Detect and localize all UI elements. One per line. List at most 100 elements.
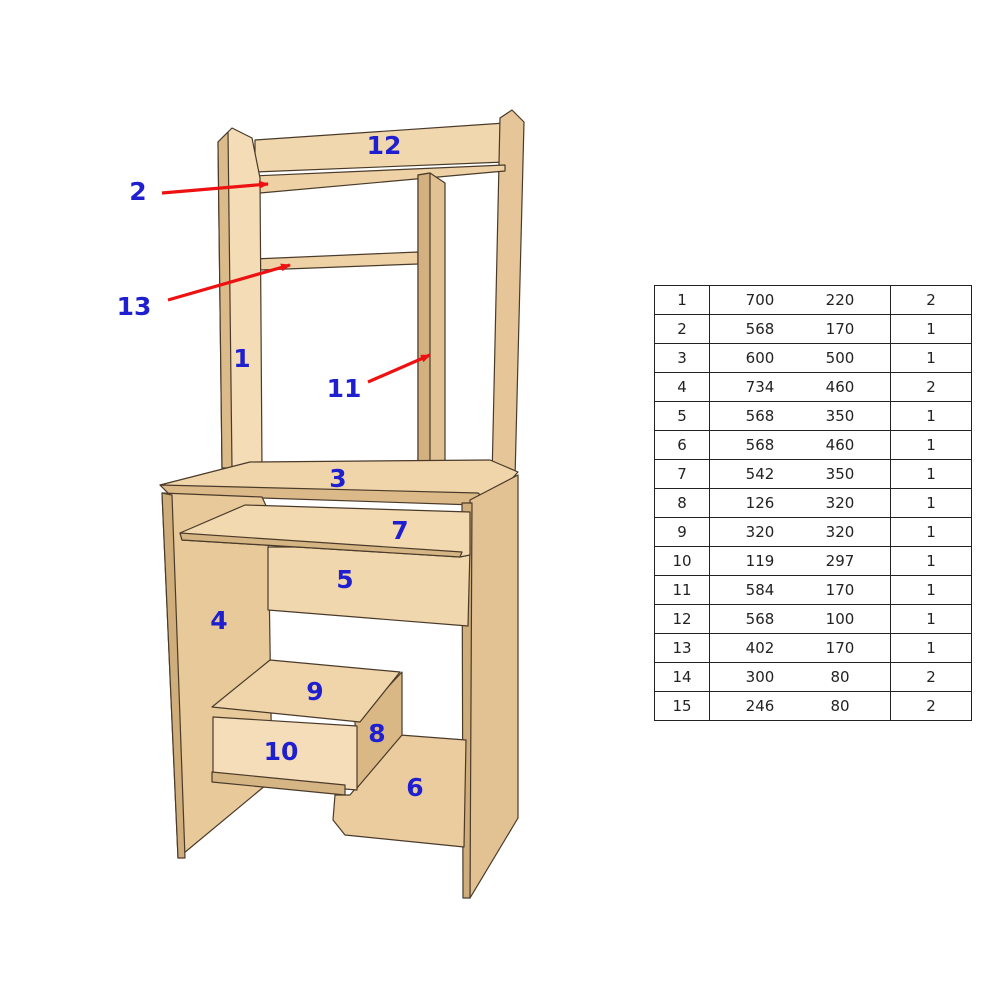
part-9-box-top: [211, 659, 401, 723]
part-number-cell: 2: [654, 314, 710, 344]
part-number-cell: 15: [654, 691, 710, 721]
dimensions-cell: 568 460: [709, 430, 891, 460]
width-value: 100: [825, 610, 855, 628]
width-value: 320: [825, 494, 855, 512]
part-4-side-right: [469, 474, 519, 899]
part-number-cell: 4: [654, 372, 710, 402]
part-number-cell: 8: [654, 488, 710, 518]
table-row: 14 300 80 2: [654, 662, 972, 692]
label-part-3: 3: [329, 464, 346, 493]
part-box-bottom-strip: [211, 771, 346, 796]
label-part-5: 5: [336, 565, 353, 594]
quantity-cell: 1: [890, 575, 972, 605]
length-value: 584: [745, 581, 775, 599]
part-number-cell: 11: [654, 575, 710, 605]
part-number-cell: 7: [654, 459, 710, 489]
quantity-cell: 1: [890, 343, 972, 373]
quantity-cell: 1: [890, 401, 972, 431]
part-number-cell: 14: [654, 662, 710, 692]
quantity-cell: 2: [890, 662, 972, 692]
table-row: 2 568 170 1: [654, 314, 972, 344]
table-row: 10 119 297 1: [654, 546, 972, 576]
dimensions-cell: 542 350: [709, 459, 891, 489]
label-part-4: 4: [210, 606, 227, 635]
part-number-cell: 10: [654, 546, 710, 576]
label-part-10: 10: [264, 737, 299, 766]
length-value: 568: [745, 436, 775, 454]
quantity-cell: 2: [890, 285, 972, 315]
table-row: 15 246 80 2: [654, 691, 972, 721]
label-part-6: 6: [406, 773, 423, 802]
label-part-7: 7: [391, 516, 408, 545]
part-1-upright-right: [491, 109, 525, 479]
length-value: 568: [745, 320, 775, 338]
part-10-box-front: [212, 716, 358, 791]
dimensions-cell: 568 350: [709, 401, 891, 431]
quantity-cell: 1: [890, 546, 972, 576]
length-value: 246: [745, 697, 775, 715]
quantity-cell: 1: [890, 314, 972, 344]
quantity-cell: 1: [890, 633, 972, 663]
table-row: 7 542 350 1: [654, 459, 972, 489]
quantity-cell: 1: [890, 604, 972, 634]
dimensions-cell: 568 170: [709, 314, 891, 344]
part-number-cell: 1: [654, 285, 710, 315]
dimensions-cell: 300 80: [709, 662, 891, 692]
length-value: 119: [745, 552, 775, 570]
length-value: 402: [745, 639, 775, 657]
part-5-front-panel: [267, 546, 471, 627]
width-value: 80: [830, 697, 850, 715]
quantity-cell: 1: [890, 430, 972, 460]
width-value: 460: [825, 378, 855, 396]
label-part-11: 11: [327, 374, 362, 403]
length-value: 126: [745, 494, 775, 512]
width-value: 350: [825, 465, 855, 483]
part-number-cell: 6: [654, 430, 710, 460]
label-part-9: 9: [306, 677, 323, 706]
part-11-divider-face: [417, 172, 431, 471]
width-value: 500: [825, 349, 855, 367]
part-number-cell: 13: [654, 633, 710, 663]
quantity-cell: 2: [890, 691, 972, 721]
length-value: 300: [745, 668, 775, 686]
arrow-to-part-2: [161, 180, 269, 195]
width-value: 80: [830, 668, 850, 686]
part-4-side-left-edge: [161, 492, 186, 859]
desk-drawing: [159, 109, 525, 899]
dimensions-cell: 734 460: [709, 372, 891, 402]
length-value: 568: [745, 407, 775, 425]
part-number-cell: 12: [654, 604, 710, 634]
width-value: 460: [825, 436, 855, 454]
arrow-to-part-11: [367, 353, 431, 384]
dimensions-cell: 246 80: [709, 691, 891, 721]
length-value: 700: [745, 291, 775, 309]
table-row: 6 568 460 1: [654, 430, 972, 460]
width-value: 170: [825, 320, 855, 338]
length-value: 734: [745, 378, 775, 396]
width-value: 350: [825, 407, 855, 425]
table-row: 4 734 460 2: [654, 372, 972, 402]
label-part-1: 1: [233, 344, 250, 373]
label-part-2: 2: [129, 177, 146, 206]
width-value: 297: [825, 552, 855, 570]
length-value: 542: [745, 465, 775, 483]
quantity-cell: 2: [890, 372, 972, 402]
quantity-cell: 1: [890, 459, 972, 489]
width-value: 320: [825, 523, 855, 541]
part-number-cell: 3: [654, 343, 710, 373]
